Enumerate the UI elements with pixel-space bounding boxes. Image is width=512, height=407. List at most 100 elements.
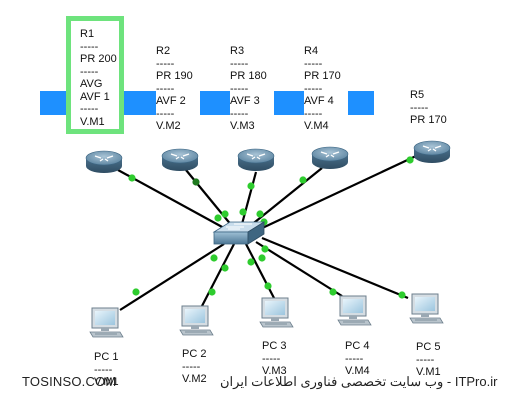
r1-highlight-frame	[66, 16, 124, 134]
router-label-line: -----	[304, 57, 323, 70]
pcs-layer	[89, 293, 444, 338]
router-label-line: AVF 3	[230, 95, 260, 107]
pc-label-4: PC 4-----V.M4	[345, 340, 370, 378]
pc-icon[interactable]	[259, 297, 294, 328]
link-status-dot	[210, 254, 218, 262]
router-icon[interactable]	[85, 150, 123, 173]
band-segment	[40, 91, 68, 115]
link-status-dot	[398, 291, 406, 299]
router-label-line: V.M3	[230, 120, 255, 132]
router-label-line: R1	[80, 28, 95, 40]
router-icon[interactable]	[413, 140, 451, 163]
link-status-dot	[247, 258, 255, 266]
pc-label-line: PC 4	[345, 340, 370, 352]
router-label-line: -----	[156, 82, 175, 95]
router-icon[interactable]	[311, 146, 349, 169]
band-segment	[272, 91, 304, 115]
link-status-dot	[264, 282, 272, 290]
network-link	[185, 169, 233, 227]
link-status-dot	[299, 176, 307, 184]
pc-label-line: -----	[345, 352, 364, 365]
pc-icon[interactable]	[337, 295, 372, 326]
router-label-line: R2	[156, 45, 171, 57]
router-label-line: R3	[230, 45, 245, 57]
footer-left-text: TOSINSO.COM	[22, 374, 117, 389]
router-label-line: -----	[410, 101, 429, 114]
router-label-line: AVF 4	[304, 95, 334, 107]
router-label-line: PR 190	[156, 70, 193, 82]
router-label-line: AVF 2	[156, 95, 186, 107]
pc-label-line: PC 1	[94, 351, 119, 363]
router-label-line: AVG	[80, 78, 103, 90]
router-label-line: PR 200	[80, 53, 117, 65]
link-status-dot	[132, 288, 140, 296]
network-link	[257, 155, 417, 231]
pc-label-line: PC 5	[416, 341, 441, 353]
pc-label-line: PC 2	[182, 348, 207, 360]
router-label-line: V.M2	[156, 120, 181, 132]
pc-label-line: -----	[262, 352, 281, 365]
link-status-dot	[208, 288, 216, 296]
link-status-dot	[128, 174, 136, 182]
ha-group-band	[40, 91, 374, 115]
link-status-dot	[256, 210, 264, 218]
link-status-dot	[406, 156, 414, 164]
network-link	[240, 171, 258, 225]
network-link	[117, 169, 225, 229]
router-label-r3: R3-----PR 180-----AVF 3-----V.M3	[230, 45, 274, 133]
router-label-line: -----	[156, 57, 175, 70]
pc-icon[interactable]	[179, 305, 214, 336]
link-status-dot	[221, 264, 229, 272]
pc-label-line: V.M1	[416, 366, 441, 378]
pc-label-line: PC 3	[262, 340, 287, 352]
pc-label-line: -----	[182, 360, 201, 373]
link-status-dot	[221, 210, 229, 218]
link-status-dot	[192, 178, 200, 186]
network-link	[261, 236, 409, 300]
pc-icon[interactable]	[89, 307, 124, 338]
router-label-line: V.M4	[304, 120, 329, 132]
footer-right-text: ITPro.ir - وب سایت تخصصی فناوری اطلاعات …	[220, 374, 498, 389]
router-label-line: -----	[230, 107, 249, 120]
router-label-r4: R4-----PR 170-----AVF 4-----V.M4	[304, 45, 348, 133]
pc-label-1: PC 1-----V.M1	[94, 351, 119, 389]
network-link	[245, 243, 275, 299]
pc-label-line: V.M4	[345, 365, 370, 377]
pc-label-line: V.M3	[262, 365, 287, 377]
router-label-line: -----	[230, 82, 249, 95]
pc-label-line: V.M1	[94, 376, 119, 388]
pc-label-2: PC 2-----V.M2	[182, 348, 207, 386]
pc-label-3: PC 3-----V.M3	[262, 340, 287, 378]
pc-label-line: -----	[416, 353, 435, 366]
router-label-line: PR 180	[230, 70, 267, 82]
pc-icon[interactable]	[409, 293, 444, 324]
link-endpoints-layer	[128, 156, 414, 299]
link-status-dot	[214, 214, 222, 222]
router-label-line: -----	[230, 57, 249, 70]
network-link	[201, 243, 235, 307]
network-link	[255, 241, 343, 297]
router-label-line: -----	[80, 65, 99, 78]
router-label-line: -----	[156, 107, 175, 120]
router-label-line: R4	[304, 45, 319, 57]
router-label-line: -----	[80, 103, 99, 115]
router-label-line: PR 170	[304, 70, 341, 82]
router-label-r2: R2-----PR 190-----AVF 2-----V.M2	[156, 45, 200, 133]
router-icon[interactable]	[237, 148, 275, 171]
link-status-dot	[329, 288, 337, 296]
link-status-dot	[258, 254, 266, 262]
band-segment	[124, 91, 156, 115]
router-label-line: PR 170	[410, 114, 447, 126]
routers-layer	[85, 140, 451, 173]
router-label-line: -----	[80, 40, 99, 53]
router-icon[interactable]	[161, 148, 199, 171]
switch-icon[interactable]	[212, 221, 266, 245]
band-segment	[198, 91, 230, 115]
link-status-dot	[239, 208, 247, 216]
pc-label-line: V.M2	[182, 373, 207, 385]
network-link	[119, 243, 225, 311]
router-label-line: -----	[304, 82, 323, 95]
pc-label-5: PC 5-----V.M1	[416, 341, 441, 379]
